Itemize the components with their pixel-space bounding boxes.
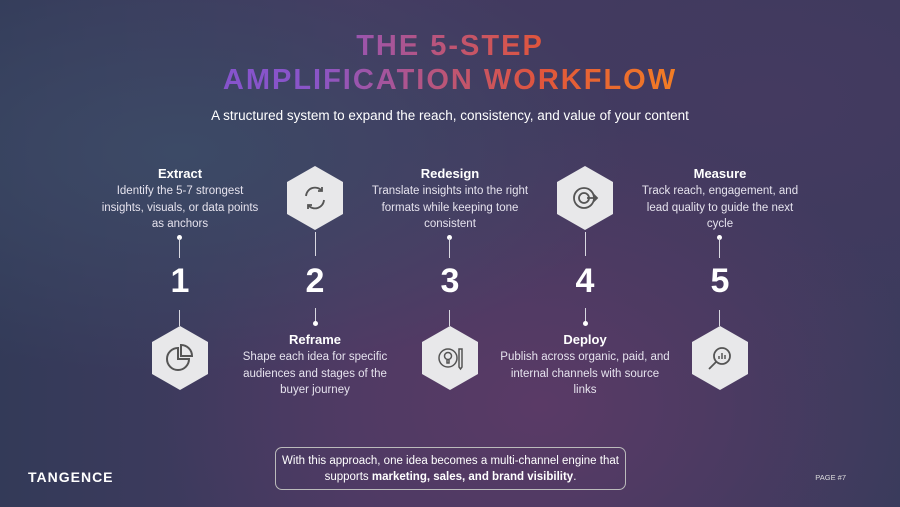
connector-line [179,310,180,326]
connector-line [719,238,720,258]
connector-dot [583,321,588,326]
analytics-search-icon [692,326,748,390]
refresh-icon [287,166,343,230]
step-desc: Publish across organic, paid, and intern… [500,351,670,396]
step-title: Measure [693,166,747,181]
title-line-1: THE 5-STEP [0,30,900,63]
connector-line [179,238,180,258]
title-line-2: AMPLIFICATION WORKFLOW [0,64,900,97]
step-number: 1 [170,262,190,300]
step-desc: Shape each idea for specific audiences a… [242,351,388,396]
step-desc: Identify the 5-7 strongest insights, vis… [101,185,259,230]
connector-dot [177,235,182,240]
connector-dot [313,321,318,326]
subtitle: A structured system to expand the reach,… [211,108,689,123]
page-number: PAGE #7 [815,473,846,482]
design-tools-icon [422,326,478,390]
connector-dot [447,235,452,240]
callout-bold: marketing, sales, and brand visibility [371,471,574,483]
step-number: 4 [575,262,595,300]
step-title: Deploy [563,332,607,347]
connector-line [449,238,450,258]
connector-line [449,310,450,326]
share-icon [557,166,613,230]
callout-end: . [573,471,577,483]
step-number: 5 [710,262,730,300]
step-title: Redesign [420,166,480,181]
summary-callout: With this approach, one idea becomes a m… [275,447,626,490]
step-number: 3 [440,262,460,300]
tangence-logo: TANGENCE [28,469,114,485]
pie-chart-icon [152,326,208,390]
connector-line [719,310,720,326]
step-number: 2 [305,262,325,300]
step-title: Extract [157,166,203,181]
connector-line [315,308,316,322]
callout-text: With this approach, one idea becomes a m… [282,455,619,483]
step-desc: Translate insights into the right format… [371,185,529,230]
step-desc: Track reach, engagement, and lead qualit… [641,185,799,230]
connector-line [315,232,316,256]
connector-line [585,232,586,256]
step-title: Reframe [288,332,342,347]
connector-line [585,308,586,322]
connector-dot [717,235,722,240]
